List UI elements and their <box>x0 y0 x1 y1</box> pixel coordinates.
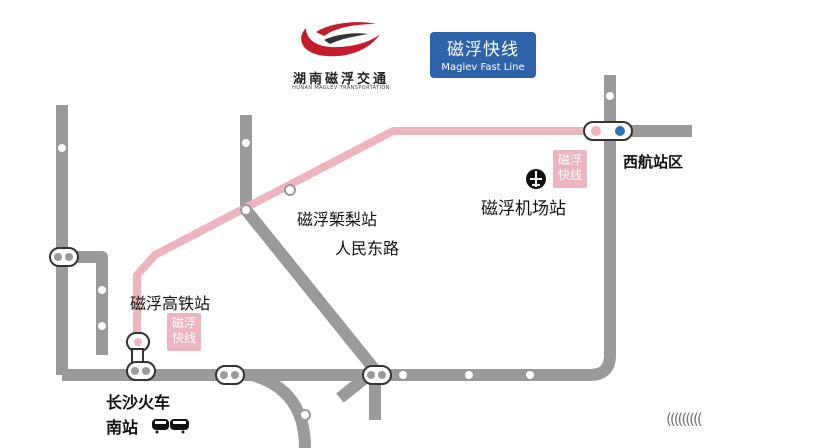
station-dot <box>240 137 252 149</box>
interchange-changsha-south <box>126 332 156 381</box>
station-hsr: 磁浮高铁站 <box>130 294 211 313</box>
line-tag-hsr: 磁浮 快线 <box>167 313 201 351</box>
maglev-logo-icon <box>301 22 380 57</box>
station-west-hangzhou: 西航站区 <box>623 153 684 171</box>
line-badge-en: Maglev Fast Line <box>441 62 525 73</box>
station-dot <box>604 90 616 102</box>
station-changsha-south-line1: 长沙火车 <box>106 393 171 412</box>
line-tag-text: 快线 <box>171 331 196 345</box>
station-dot <box>397 369 409 381</box>
logo-name-cn: 湖南磁浮交通 <box>292 72 389 87</box>
line-tag-text: 磁浮 <box>171 316 196 330</box>
metro-line-bottom <box>62 75 616 381</box>
interchange-renmin <box>362 365 392 385</box>
station-renmin-east: 人民东路 <box>335 239 400 258</box>
airplane-icon <box>526 169 546 189</box>
station-dot <box>284 184 296 196</box>
station-dot <box>96 284 108 296</box>
maglev-line <box>133 127 602 338</box>
line-badge-cn: 磁浮快线 <box>447 40 519 60</box>
station-dot <box>96 320 108 332</box>
station-dot <box>524 369 536 381</box>
line-tag-text: 磁浮 <box>557 153 582 167</box>
line-badge: 磁浮快线 Maglev Fast Line <box>430 32 536 78</box>
interchange-west-terminal <box>583 121 633 141</box>
station-dot <box>56 142 68 154</box>
station-dot <box>299 409 311 421</box>
interchange-bottom <box>215 365 245 385</box>
logo-name-en: HUNAN MAGLEV TRANSPORTATION <box>292 85 390 91</box>
watermark: ((((((((( <box>666 410 703 428</box>
metro-line-south <box>250 369 311 448</box>
station-dot <box>240 204 252 216</box>
station-airport: 磁浮机场站 <box>481 199 566 219</box>
station-lili: 磁浮椠梨站 <box>297 210 378 229</box>
line-tag-airport: 磁浮 快线 <box>553 150 587 188</box>
interchange-west <box>49 247 79 267</box>
station-changsha-south-line2: 南站 <box>106 418 139 437</box>
station-dot <box>463 369 475 381</box>
line-tag-text: 快线 <box>557 168 582 182</box>
logo: 湖南磁浮交通 HUNAN MAGLEV TRANSPORTATION <box>276 10 406 91</box>
train-icon <box>152 419 189 434</box>
